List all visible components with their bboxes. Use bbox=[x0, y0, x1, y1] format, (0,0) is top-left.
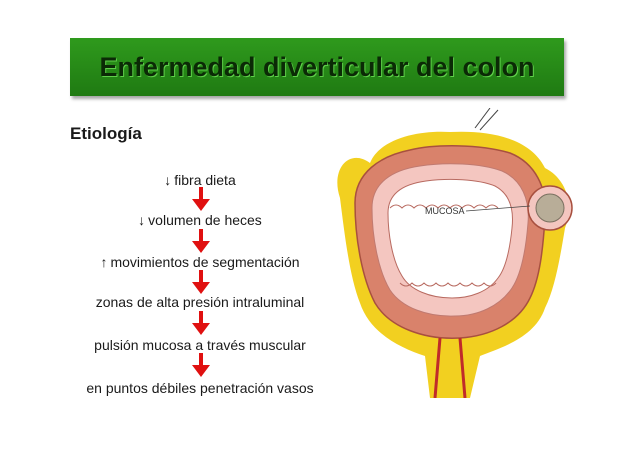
flow-arrow-icon bbox=[192, 353, 210, 377]
flow-arrow-icon bbox=[192, 187, 210, 211]
flow-arrow-icon bbox=[192, 229, 210, 253]
colon-cross-section-illustration: MUCOSA bbox=[337, 108, 573, 398]
fecalith bbox=[535, 193, 565, 223]
step-fibra: ↓fibra dieta bbox=[60, 172, 340, 188]
step-text: en puntos débiles penetración vasos bbox=[86, 380, 314, 396]
title-banner: Enfermedad diverticular del colon bbox=[70, 38, 564, 96]
flow-arrow-icon bbox=[192, 270, 210, 294]
down-arrow-icon: ↓ bbox=[138, 212, 146, 228]
step-text: pulsión mucosa a través muscular bbox=[94, 337, 306, 353]
down-arrow-icon: ↓ bbox=[164, 172, 172, 188]
up-arrow-icon: ↑ bbox=[100, 254, 108, 270]
colon-lumen bbox=[387, 178, 513, 299]
step-text: fibra dieta bbox=[174, 172, 236, 188]
section-subtitle: Etiología bbox=[70, 124, 142, 143]
flow-arrow-icon bbox=[192, 311, 210, 335]
vessel bbox=[458, 337, 467, 398]
step-movimientos: ↑movimientos de segmentación bbox=[60, 254, 340, 270]
slide-title: Enfermedad diverticular del colon bbox=[99, 51, 535, 82]
step-puntos: en puntos débiles penetración vasos bbox=[60, 380, 340, 396]
step-text: volumen de heces bbox=[148, 212, 262, 228]
mucosal-folds bbox=[389, 204, 499, 209]
step-text: zonas de alta presión intraluminal bbox=[95, 294, 305, 310]
vessel bbox=[433, 337, 442, 398]
step-volumen: ↓volumen de heces bbox=[60, 212, 340, 228]
step-pulsion: pulsión mucosa a través muscular bbox=[60, 337, 340, 353]
step-text: movimientos de segmentación bbox=[110, 254, 300, 270]
step-zonas: zonas de alta presión intraluminal bbox=[60, 294, 340, 310]
mucosa-label: MUCOSA bbox=[425, 206, 465, 216]
mucosal-folds bbox=[399, 282, 497, 287]
